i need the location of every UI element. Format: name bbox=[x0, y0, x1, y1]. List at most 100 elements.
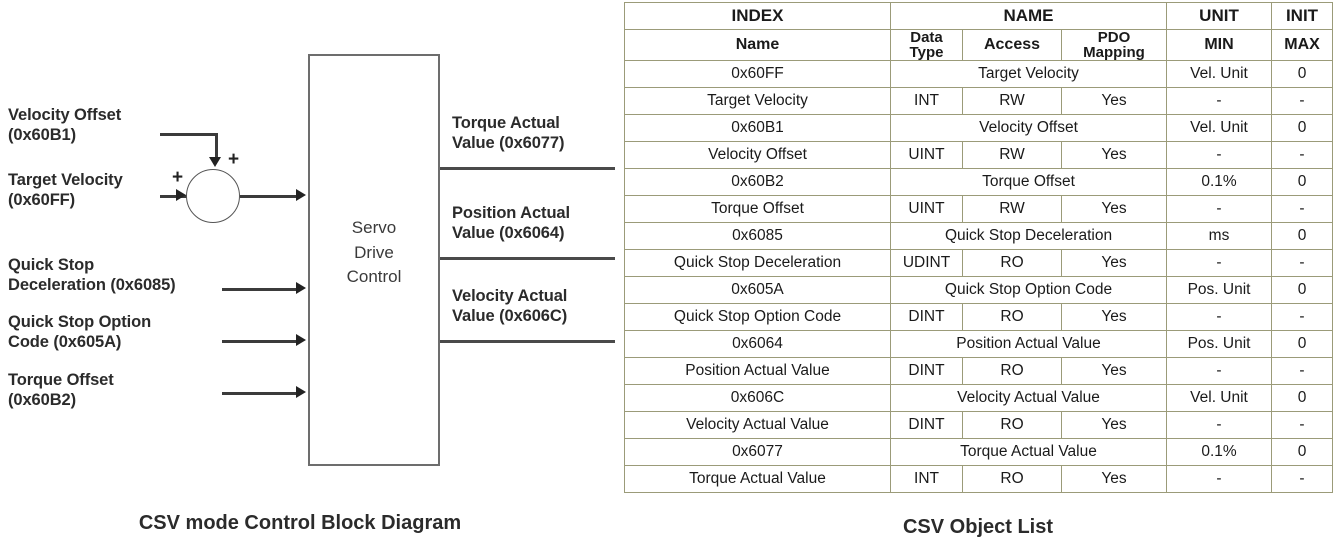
cell-name: Torque Actual Value bbox=[624, 465, 891, 493]
header-name: NAME bbox=[889, 2, 1168, 30]
diagram-caption: CSV mode Control Block Diagram bbox=[138, 512, 462, 534]
cell-unit: 0.1% bbox=[1166, 168, 1273, 196]
csv-object-list-table-wrapper: INDEX NAME UNIT INIT Name Data Type Acce… bbox=[624, 2, 1334, 493]
cell-pdo-mapping: Yes bbox=[1060, 465, 1168, 493]
cell-name: Target Velocity bbox=[624, 87, 891, 115]
cell-max: - bbox=[1271, 141, 1334, 169]
cell-object-name: Velocity Actual Value bbox=[889, 384, 1168, 412]
velocity-offset-wire-vertical bbox=[215, 133, 218, 159]
output-label-position-actual-value: Position Actual Value (0x6064) bbox=[452, 204, 570, 243]
cell-max: - bbox=[1271, 195, 1334, 223]
cell-name: Position Actual Value bbox=[624, 357, 891, 385]
target-velocity-arrowhead bbox=[176, 189, 186, 201]
cell-init: 0 bbox=[1271, 438, 1334, 466]
header-data-type: Data Type bbox=[890, 29, 963, 61]
velocity-actual-value-wire bbox=[440, 340, 615, 343]
cell-unit: Vel. Unit bbox=[1166, 384, 1273, 412]
cell-init: 0 bbox=[1271, 222, 1334, 250]
header-data-type-line2: Type bbox=[909, 44, 944, 61]
torque-actual-value-wire bbox=[440, 167, 615, 170]
input-label-target-velocity: Target Velocity (0x60FF) bbox=[8, 171, 123, 210]
cell-max: - bbox=[1271, 411, 1334, 439]
servo-drive-control-label: Servo Drive Control bbox=[346, 218, 402, 287]
cell-index: 0x605A bbox=[624, 276, 891, 304]
cell-pdo-mapping: Yes bbox=[1060, 249, 1168, 277]
cell-name: Quick Stop Deceleration bbox=[624, 249, 891, 277]
cell-min: - bbox=[1166, 249, 1273, 277]
sum-plus-top: + bbox=[228, 149, 240, 170]
quick-stop-option-code-wire bbox=[222, 340, 298, 343]
sum-plus-left: + bbox=[172, 167, 184, 188]
cell-index: 0x606C bbox=[624, 384, 891, 412]
table-header-row-2: Name Data Type Access PDO Mapping MIN MA… bbox=[624, 29, 1334, 61]
csv-control-block-diagram: Velocity Offset (0x60B1) Target Velocity… bbox=[0, 0, 620, 558]
position-actual-value-wire bbox=[440, 257, 615, 260]
cell-init: 0 bbox=[1271, 384, 1334, 412]
cell-init: 0 bbox=[1271, 330, 1334, 358]
cell-name: Quick Stop Option Code bbox=[624, 303, 891, 331]
header-pdo-line2: Mapping bbox=[1083, 44, 1145, 61]
header-max: MAX bbox=[1271, 29, 1334, 61]
cell-pdo-mapping: Yes bbox=[1060, 87, 1168, 115]
cell-access: RO bbox=[962, 249, 1062, 277]
torque-offset-wire bbox=[222, 392, 298, 395]
cell-min: - bbox=[1166, 357, 1273, 385]
torque-offset-arrowhead bbox=[296, 386, 306, 398]
cell-access: RW bbox=[962, 141, 1062, 169]
cell-pdo-mapping: Yes bbox=[1060, 195, 1168, 223]
cell-index: 0x6077 bbox=[624, 438, 891, 466]
cell-min: - bbox=[1166, 465, 1273, 493]
input-label-quick-stop-option-code: Quick Stop Option Code (0x605A) bbox=[8, 313, 152, 352]
cell-max: - bbox=[1271, 465, 1334, 493]
cell-index: 0x6085 bbox=[624, 222, 891, 250]
header-index: INDEX bbox=[624, 2, 891, 30]
cell-max: - bbox=[1271, 249, 1334, 277]
quick-stop-deceleration-wire bbox=[222, 288, 298, 291]
cell-min: - bbox=[1166, 87, 1273, 115]
cell-unit: Vel. Unit bbox=[1166, 114, 1273, 142]
cell-pdo-mapping: Yes bbox=[1060, 357, 1168, 385]
cell-data-type: DINT bbox=[890, 303, 963, 331]
cell-init: 0 bbox=[1271, 60, 1334, 88]
header-init: INIT bbox=[1271, 2, 1334, 30]
cell-pdo-mapping: Yes bbox=[1060, 411, 1168, 439]
cell-unit: Pos. Unit bbox=[1166, 330, 1273, 358]
cell-access: RW bbox=[962, 87, 1062, 115]
cell-access: RO bbox=[962, 303, 1062, 331]
cell-data-type: UDINT bbox=[890, 249, 963, 277]
cell-data-type: INT bbox=[890, 87, 963, 115]
input-label-quick-stop-deceleration: Quick Stop Deceleration (0x6085) bbox=[8, 256, 176, 295]
table-caption: CSV Object List bbox=[902, 516, 1054, 538]
cell-max: - bbox=[1271, 87, 1334, 115]
header-access: Access bbox=[962, 29, 1062, 61]
cell-access: RW bbox=[962, 195, 1062, 223]
cell-name: Velocity Actual Value bbox=[624, 411, 891, 439]
header-data-type-line1: Data bbox=[910, 29, 943, 46]
cell-unit: Vel. Unit bbox=[1166, 60, 1273, 88]
output-label-torque-actual-value: Torque Actual Value (0x6077) bbox=[452, 114, 565, 153]
cell-data-type: UINT bbox=[890, 141, 963, 169]
sum-output-wire bbox=[240, 195, 298, 198]
header-name-sub: Name bbox=[624, 29, 891, 61]
cell-access: RO bbox=[962, 357, 1062, 385]
cell-name: Torque Offset bbox=[624, 195, 891, 223]
cell-object-name: Quick Stop Deceleration bbox=[889, 222, 1168, 250]
output-label-velocity-actual-value: Velocity Actual Value (0x606C) bbox=[452, 287, 568, 326]
cell-index: 0x6064 bbox=[624, 330, 891, 358]
cell-init: 0 bbox=[1271, 114, 1334, 142]
quick-stop-deceleration-arrowhead bbox=[296, 282, 306, 294]
cell-object-name: Torque Actual Value bbox=[889, 438, 1168, 466]
csv-object-list-table: INDEX NAME UNIT INIT Name Data Type Acce… bbox=[624, 2, 1334, 493]
cell-init: 0 bbox=[1271, 168, 1334, 196]
quick-stop-option-code-arrowhead bbox=[296, 334, 306, 346]
cell-data-type: DINT bbox=[890, 411, 963, 439]
cell-data-type: INT bbox=[890, 465, 963, 493]
table-header-row-1: INDEX NAME UNIT INIT bbox=[624, 2, 1334, 30]
